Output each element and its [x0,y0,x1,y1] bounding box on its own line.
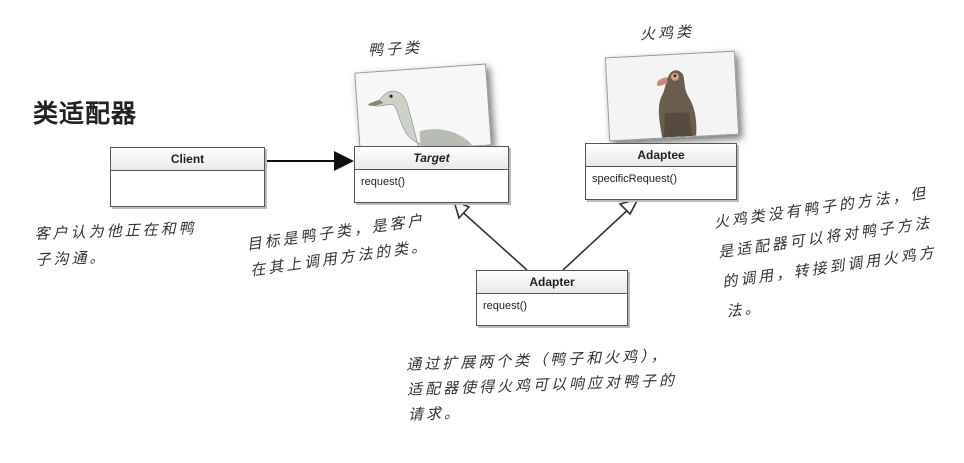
target-class-box: Target request() [354,146,509,203]
target-inheritance-arrowhead [452,199,471,220]
client-class-ops [111,171,264,183]
adaptee-class-box: Adaptee specificRequest() [585,143,737,200]
client-class-box: Client [110,147,265,207]
adaptee-class-name: Adaptee [586,144,736,167]
adapter-class-box: Adapter request() [476,270,628,326]
target-class-name: Target [355,147,508,170]
client-class-name: Client [111,148,264,171]
adapter-note: 通过扩展两个类（鸭子和火鸡）， 适配器使得火鸡可以响应对鸭子的 请求。 [405,346,678,424]
diagram-title: 类适配器 [33,99,138,128]
turkey-photo [604,50,740,142]
adapter-class-name: Adapter [477,271,627,294]
adapter-target-inheritance-line [457,207,528,271]
adaptee-inheritance-arrowhead [618,197,640,216]
adapter-adaptee-inheritance-line [562,205,633,271]
client-note: 客户认为他正在和鸭 子沟通。 [34,219,197,269]
duck-photo [354,63,492,155]
adaptee-class-ops: specificRequest() [592,173,677,185]
target-class-ops: request() [361,176,406,188]
adapter-class-ops: request() [483,300,528,312]
